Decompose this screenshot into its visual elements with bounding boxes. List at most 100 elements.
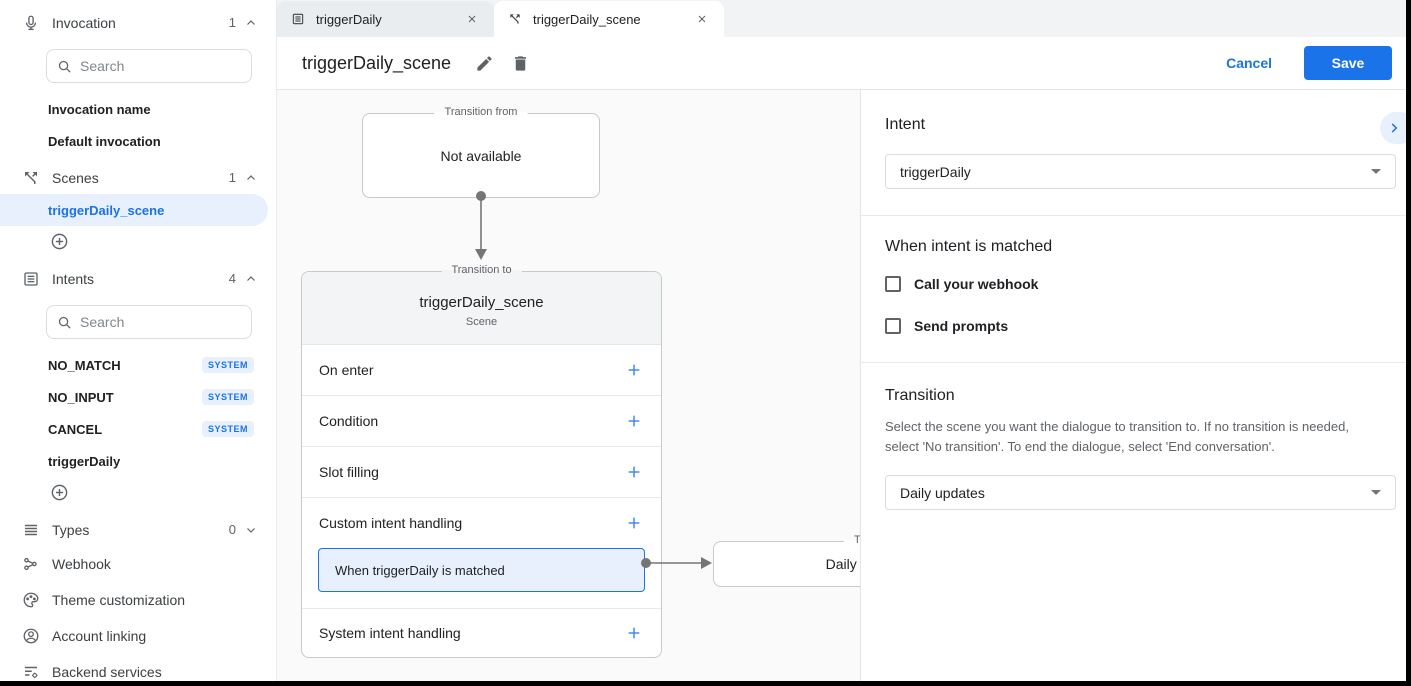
sidebar-item-default-invocation[interactable]: Default invocation [0,125,276,157]
sidebar-item-no-match[interactable]: NO_MATCH SYSTEM [0,349,276,381]
chevron-up-icon[interactable] [244,16,258,30]
tab-label: triggerDaily [316,11,382,27]
intent-section: Intent triggerDaily [861,90,1406,215]
palette-icon [20,589,42,611]
intents-list-icon [20,268,42,290]
transition-description: Select the scene you want the dialogue t… [885,419,1349,455]
sidebar-item-backend-services[interactable]: Backend services [0,654,276,681]
system-badge: SYSTEM [201,389,254,405]
when-matched-section: When intent is matched Call your webhook… [861,216,1406,362]
save-button[interactable]: Save [1304,46,1392,80]
divider [861,362,1406,363]
item-label: CANCEL [48,421,103,437]
sidebar-item-invocation-name[interactable]: Invocation name [0,93,276,125]
page-title: triggerDaily_scene [302,52,452,73]
checkbox-label: Call your webhook [914,276,1039,292]
row-label: System intent handling [319,625,461,641]
intent-tab-icon [291,11,307,27]
add-scene-button[interactable] [0,226,276,256]
scene-row-condition[interactable]: Condition [302,396,661,447]
sidebar-item-webhook[interactable]: Webhook [0,546,276,582]
sidebar-section-types[interactable]: Types 0 [0,513,276,546]
row-label: Custom intent handling [319,515,463,531]
link-label: Webhook [52,556,111,572]
sidebar-item-no-input[interactable]: NO_INPUT SYSTEM [0,381,276,413]
search-icon [57,315,72,330]
tab-triggerdaily-scene[interactable]: triggerDaily_scene [494,1,724,37]
when-matched-heading: When intent is matched [885,238,1053,255]
transition-from-legend: Transition from [434,106,528,118]
intent-dropdown[interactable]: triggerDaily [885,154,1396,189]
scene-row-custom-intent-handling[interactable]: Custom intent handling [302,498,661,548]
section-count: 0 [228,522,236,537]
item-label: triggerDaily_scene [48,202,165,218]
webhook-icon [20,553,42,575]
sidebar-section-invocation[interactable]: Invocation 1 [0,6,276,39]
transition-target-node[interactable]: Transition to Daily updates [713,534,860,587]
cancel-button[interactable]: Cancel [1226,55,1272,71]
invocation-search-box[interactable] [46,49,252,83]
sidebar-section-scenes[interactable]: Scenes 1 [0,161,276,194]
call-webhook-checkbox-row[interactable]: Call your webhook [885,276,1382,292]
edit-pencil-icon[interactable] [473,52,495,74]
scene-node[interactable]: Transition to triggerDaily_scene Scene O… [301,264,662,658]
delete-trash-icon[interactable] [509,52,531,74]
add-icon[interactable] [624,623,644,643]
scene-graph-canvas[interactable]: Transition from Not available Transition… [277,90,860,681]
tab-bar: triggerDaily triggerDaily_scene [277,0,1406,37]
link-label: Account linking [52,628,147,644]
item-label: triggerDaily [48,453,121,469]
types-lines-icon [20,519,42,541]
header-actions: Cancel Save [1226,46,1392,80]
chevron-down-icon[interactable] [244,523,258,537]
send-prompts-checkbox-row[interactable]: Send prompts [885,318,1382,334]
account-circle-icon [20,625,42,647]
sidebar-item-triggerdaily-scene[interactable]: triggerDaily_scene [0,194,268,226]
add-icon[interactable] [624,513,644,533]
intent-handler-selected[interactable]: When triggerDaily is matched [318,548,645,592]
add-icon[interactable] [624,411,644,431]
transition-to-legend: Transition to [441,264,522,276]
link-label: Theme customization [52,592,186,608]
chevron-right-icon [1391,123,1398,133]
collapse-panel-button[interactable] [1380,112,1406,144]
transition-heading: Transition [885,387,955,404]
checkbox-unchecked[interactable] [885,276,901,292]
transition-from-node[interactable]: Transition from Not available [362,106,600,198]
transition-dropdown-value: Daily updates [900,484,985,501]
row-label: Condition [319,413,379,429]
close-icon[interactable] [694,11,710,27]
scene-row-on-enter[interactable]: On enter [302,345,661,396]
tab-label: triggerDaily_scene [533,11,641,27]
scene-row-slot-filling[interactable]: Slot filling [302,447,661,498]
sidebar-item-theme-customization[interactable]: Theme customization [0,582,276,618]
sidebar-item-cancel[interactable]: CANCEL SYSTEM [0,413,276,445]
scene-node-title: triggerDaily_scene [419,294,544,311]
scene-row-system-intent-handling[interactable]: System intent handling [302,609,661,657]
intent-editor-panel: Intent triggerDaily When intent is match… [860,90,1406,681]
close-icon[interactable] [464,11,480,27]
chevron-up-icon[interactable] [244,171,258,185]
checkbox-unchecked[interactable] [885,318,901,334]
tab-triggerdaily[interactable]: triggerDaily [277,1,494,37]
section-count: 1 [228,170,236,185]
sidebar-section-intents[interactable]: Intents 4 [0,262,276,295]
transition-section: Transition Select the scene you want the… [861,363,1406,534]
search-input[interactable] [80,58,241,74]
intents-search-box[interactable] [46,305,252,339]
sidebar-item-triggerdaily[interactable]: triggerDaily [0,445,276,477]
transition-dropdown[interactable]: Daily updates [885,475,1396,511]
add-icon[interactable] [624,360,644,380]
scene-tab-icon [508,11,524,27]
add-intent-button[interactable] [0,477,276,507]
intent-dropdown-value: triggerDaily [900,163,971,180]
connector-arrow-down [475,191,487,260]
add-icon[interactable] [624,462,644,482]
sidebar-item-account-linking[interactable]: Account linking [0,618,276,654]
scene-node-subtitle: Scene [465,316,498,328]
search-input[interactable] [80,314,241,330]
item-label: Invocation name [48,101,151,117]
dropdown-caret-icon [1371,490,1381,496]
chevron-up-icon[interactable] [244,272,258,286]
system-badge: SYSTEM [201,421,254,437]
